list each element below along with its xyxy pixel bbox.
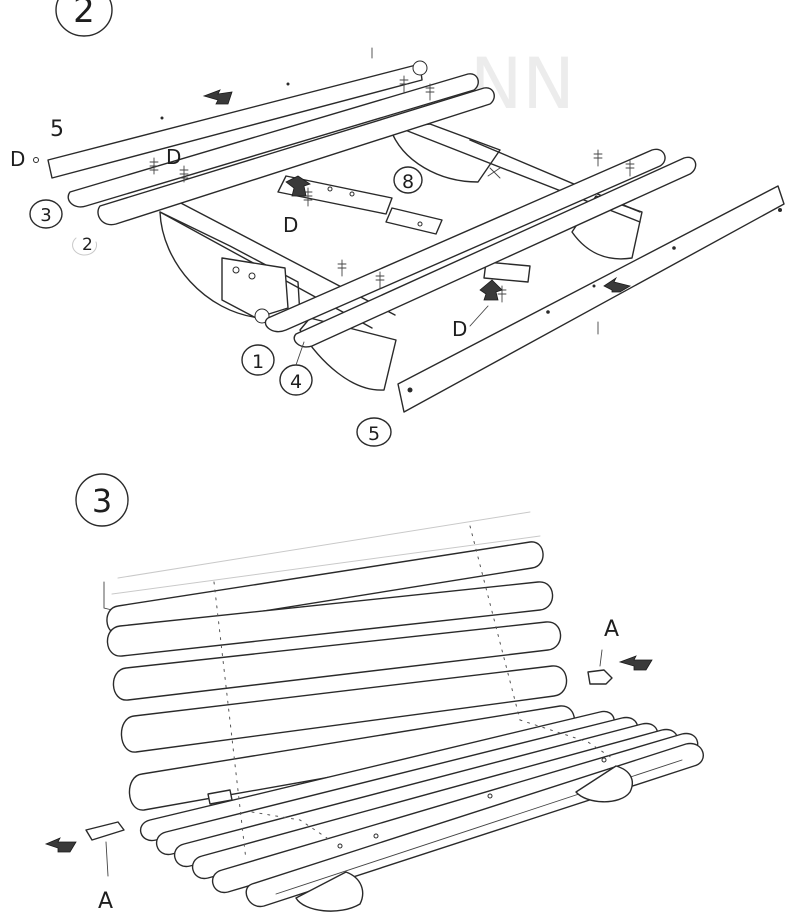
leader-line xyxy=(295,341,305,366)
plate-hole xyxy=(248,272,256,280)
screw xyxy=(149,157,159,175)
leader-line xyxy=(469,305,489,327)
rail-hole xyxy=(160,116,164,120)
seat-slats xyxy=(139,710,699,894)
callout-fastener-d-center: D xyxy=(283,213,298,237)
direction-arrow-icon xyxy=(44,837,77,853)
rail-end-bolt xyxy=(412,60,428,76)
callout-fastener-d-top: D xyxy=(166,145,181,169)
callout-part-8: 8 xyxy=(402,171,414,193)
rail-hole xyxy=(487,793,493,799)
background-watermark: NN xyxy=(470,43,575,125)
rail-holes xyxy=(160,82,782,393)
rail-hole xyxy=(407,387,413,393)
callout-circle xyxy=(29,199,63,229)
connector-a-left xyxy=(85,821,125,841)
hidden-frame-line xyxy=(251,811,331,841)
screw xyxy=(337,259,347,277)
callout-fastener-a-left: A xyxy=(98,889,113,914)
back-slat xyxy=(106,581,554,657)
step-3-number: 3 xyxy=(92,482,112,520)
faint-slat xyxy=(111,535,541,595)
front-rail-part-1 xyxy=(264,148,666,333)
step-2-drawing: 2 NN xyxy=(10,0,785,447)
hidden-frame-line-left xyxy=(213,581,247,861)
left-side-plate xyxy=(221,257,289,319)
center-cross-bar-lower xyxy=(385,207,443,235)
front-rail-part-5 xyxy=(397,185,785,413)
step-2-number: 2 xyxy=(73,0,95,31)
callout-circle xyxy=(393,166,423,194)
hidden-frame-line-right xyxy=(469,525,521,721)
leader-line xyxy=(599,649,603,667)
rail-hole xyxy=(601,757,607,763)
callout-part-5-bottom: 5 xyxy=(368,423,380,445)
rail-hole xyxy=(373,833,379,839)
callout-part-4: 4 xyxy=(290,371,302,393)
step-3-number-badge: 3 xyxy=(75,473,129,527)
rail-hole xyxy=(592,284,596,288)
leader-line xyxy=(105,841,109,877)
rail-hole xyxy=(546,310,550,314)
step-2-number-badge: 2 xyxy=(55,0,113,37)
plate-hole xyxy=(232,266,240,274)
direction-arrow-icon xyxy=(285,175,311,197)
callout-circle xyxy=(72,237,98,256)
rail-hole xyxy=(286,82,290,86)
rail-hole xyxy=(778,208,782,212)
direction-arrow-icon xyxy=(603,276,632,293)
plate-bolt xyxy=(254,308,270,324)
top-rail-part-5 xyxy=(47,63,423,179)
screw xyxy=(179,165,189,183)
direction-arrow-icon xyxy=(202,89,233,105)
back-slats xyxy=(106,541,576,811)
front-rail-part-4 xyxy=(293,156,697,348)
callout-part-1: 1 xyxy=(252,351,264,373)
rocker-right xyxy=(575,765,634,803)
screw xyxy=(399,75,409,93)
bar-hole xyxy=(417,221,423,227)
back-rocker xyxy=(389,123,501,183)
rocker-left xyxy=(295,871,364,912)
washer xyxy=(33,157,39,163)
callout-fastener-d-left: D xyxy=(10,147,25,171)
direction-arrow-icon xyxy=(479,279,503,301)
support-block xyxy=(483,261,531,283)
bar-hole xyxy=(349,191,355,197)
dowel xyxy=(207,789,233,805)
callout-fastener-d-right: D xyxy=(452,317,467,341)
callout-fastener-a-right: A xyxy=(604,617,619,642)
screw xyxy=(303,187,313,207)
connector-a-right xyxy=(587,669,613,685)
screw xyxy=(593,149,603,167)
cross-mark-icon xyxy=(487,167,501,179)
rail-hole xyxy=(337,843,343,849)
callout-circle xyxy=(356,417,392,447)
back-slat xyxy=(106,541,544,635)
callout-circle xyxy=(241,344,275,376)
faint-slat xyxy=(117,511,531,579)
top-rail-part-2 xyxy=(97,87,495,226)
hidden-frame-line xyxy=(519,719,613,759)
bar-hole xyxy=(327,186,333,192)
callout-part-5-top: 5 xyxy=(50,117,64,142)
screw xyxy=(625,159,635,177)
screw xyxy=(425,83,435,101)
callout-part-2: 2 xyxy=(82,235,93,255)
screw xyxy=(375,271,385,289)
back-slat xyxy=(120,665,568,753)
step-3-drawing: 3 xyxy=(44,473,704,914)
rail-hole xyxy=(672,246,676,250)
callout-part-3: 3 xyxy=(40,205,51,226)
top-rail-part-3 xyxy=(67,73,479,208)
direction-arrow-icon xyxy=(618,655,653,671)
back-slat xyxy=(112,621,562,701)
